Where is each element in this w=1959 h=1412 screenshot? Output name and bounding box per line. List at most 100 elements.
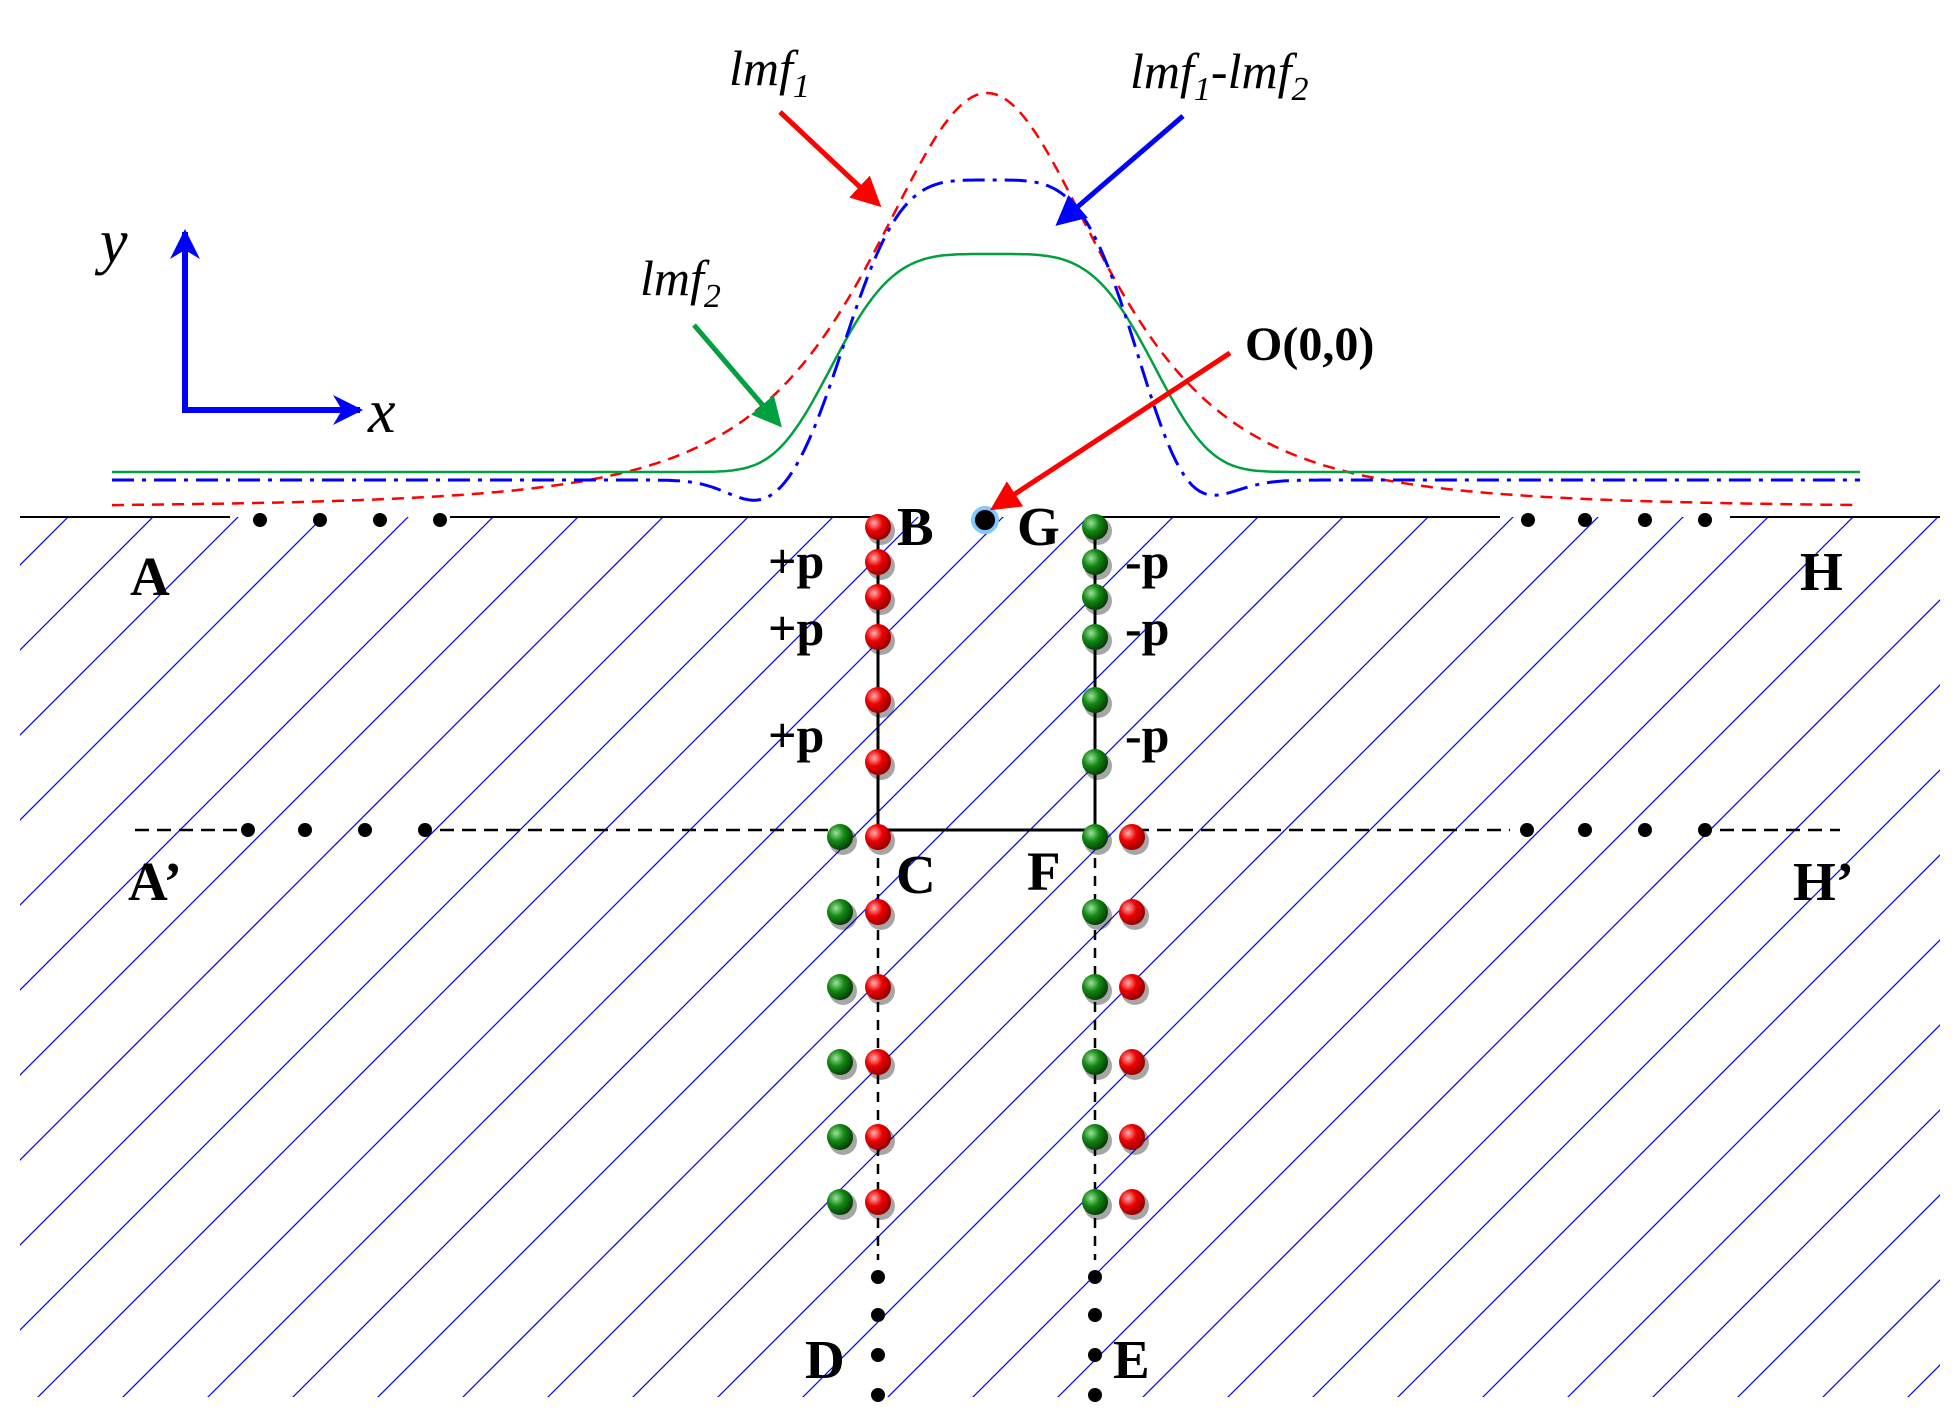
label-point-e: E (1113, 1329, 1150, 1390)
negative-atom (1082, 1124, 1108, 1150)
hatch-line (20, 517, 834, 1331)
label-point-b: B (897, 496, 934, 557)
positive-atom (865, 1049, 891, 1075)
hatch-line (802, 517, 1684, 1397)
negative-atom (827, 1124, 853, 1150)
positive-atom (1119, 824, 1145, 850)
ellipsis-dot (871, 1270, 885, 1284)
hatch-line (292, 517, 1174, 1397)
hatch-line (1142, 599, 1940, 1397)
hatch-line (20, 517, 239, 736)
hatch-line (1907, 1364, 1940, 1397)
hatch-line (1397, 854, 1940, 1397)
arrow-lmf2 (692, 323, 782, 428)
ellipsis-dot (433, 513, 447, 527)
label-charge-negative: -p (1125, 533, 1169, 589)
negative-atom (1082, 1049, 1108, 1075)
hatch-line (20, 517, 664, 1161)
charge-labels: +p +p +p -p -p -p (768, 533, 1169, 763)
ellipsis-dot (1638, 823, 1652, 837)
positive-atom (1119, 899, 1145, 925)
atoms (827, 514, 1149, 1220)
positive-atom (865, 549, 891, 575)
curves (112, 91, 1861, 507)
positive-atom (865, 687, 891, 713)
label-point-c: C (896, 844, 936, 905)
hatch-line (20, 517, 324, 821)
label-point-h-prime: H’ (1793, 851, 1854, 912)
ellipsis-dot (358, 823, 372, 837)
positive-atom (865, 749, 891, 775)
hatch-line (207, 517, 1089, 1397)
label-charge-negative: -p (1125, 707, 1169, 763)
positive-atom (865, 514, 891, 540)
label-origin: O(0,0) (1245, 318, 1374, 371)
hatch-line (1482, 939, 1940, 1397)
positive-atom (865, 1124, 891, 1150)
label-lmf1: lmf1 (729, 40, 810, 105)
ellipsis-dot (241, 823, 255, 837)
ellipsis-dot (298, 823, 312, 837)
label-point-f: F (1027, 841, 1061, 902)
ellipsis-dot (1088, 1348, 1102, 1362)
hatch-line (1057, 517, 1939, 1397)
label-point-g: G (1017, 496, 1060, 557)
label-lmf2: lmf2 (640, 250, 721, 315)
curve-lmf1-minus-lmf2 (112, 178, 1860, 502)
ellipsis-dot (1578, 823, 1592, 837)
ellipsis-dot (1638, 513, 1652, 527)
origin-marker (971, 506, 999, 534)
hatch-line (20, 517, 154, 651)
negative-atom (1082, 687, 1108, 713)
arrow-origin (989, 350, 1232, 511)
label-point-a: A (130, 546, 170, 607)
positive-atom (865, 624, 891, 650)
ellipsis-dot (1698, 513, 1712, 527)
point-labels: A H A’ H’ B G C F D E (128, 496, 1854, 1390)
ellipsis-dot (1520, 823, 1534, 837)
negative-atom (827, 974, 853, 1000)
ellipsis-dot (373, 513, 387, 527)
label-charge-positive: +p (768, 707, 824, 763)
hatch-line (1312, 769, 1940, 1397)
ellipsis-dot (871, 1308, 885, 1322)
hatch-line (122, 517, 1004, 1397)
negative-atom (827, 1049, 853, 1075)
ellipsis-dot (313, 513, 327, 527)
ellipsis-dots (241, 513, 1712, 1402)
negative-atom (1082, 584, 1108, 610)
hatch-line (547, 517, 1429, 1397)
hatch-line (1227, 684, 1940, 1397)
label-point-a-prime: A’ (128, 851, 182, 912)
positive-atom (1119, 974, 1145, 1000)
x-axis-label: x (367, 378, 396, 446)
hatch-line (887, 517, 1769, 1397)
positive-atom (865, 824, 891, 850)
negative-atom (1082, 899, 1108, 925)
label-point-h: H (1800, 541, 1843, 602)
coordinate-axes: y x (94, 208, 396, 446)
negative-atom (827, 1189, 853, 1215)
hatch-line (972, 517, 1854, 1397)
curve-lmf1 (112, 91, 1861, 507)
ellipsis-dot (1088, 1308, 1102, 1322)
negative-atom (1082, 514, 1108, 540)
ellipsis-dot (1088, 1388, 1102, 1402)
arrow-lmf1-minus-lmf2 (1055, 114, 1185, 226)
y-axis-label: y (94, 208, 128, 276)
hatch-line (20, 517, 579, 1076)
curve-labels: lmf1 lmf1-lmf2 lmf2 O(0,0) (640, 40, 1374, 371)
positive-atom (865, 1189, 891, 1215)
hatch-line (20, 517, 409, 906)
negative-atom (827, 899, 853, 925)
ellipsis-dot (1521, 513, 1535, 527)
negative-atom (1082, 824, 1108, 850)
label-charge-positive: +p (768, 600, 824, 656)
ellipsis-dot (253, 513, 267, 527)
hatch-line (37, 517, 919, 1397)
ellipsis-dot (418, 823, 432, 837)
positive-atom (865, 584, 891, 610)
positive-atom (1119, 1189, 1145, 1215)
negative-atom (827, 824, 853, 850)
